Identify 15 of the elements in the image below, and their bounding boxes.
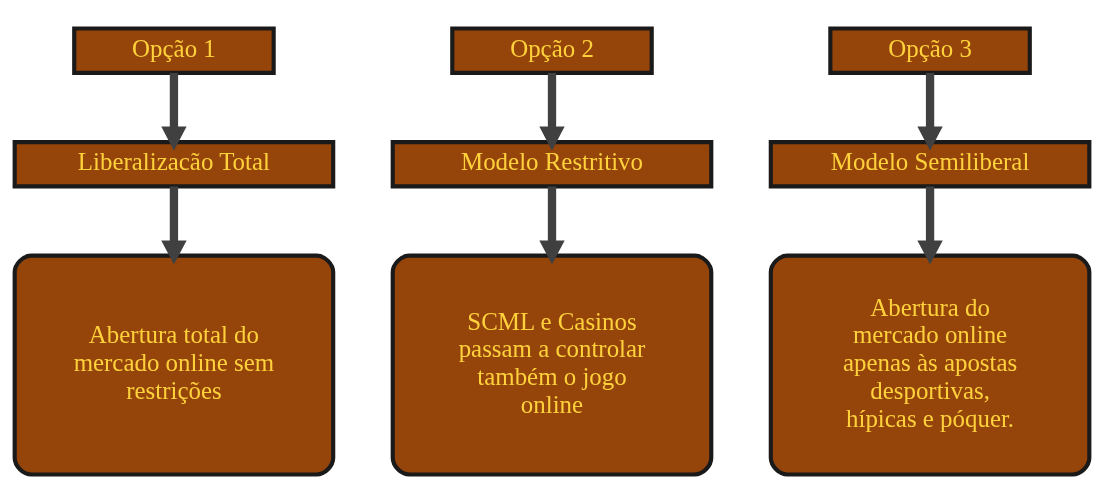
arrow xyxy=(161,186,187,265)
node-box: Opção 2 xyxy=(450,26,654,75)
arrow xyxy=(539,186,565,265)
node-box: Abertura do mercado online apenas às apostas desportivas, hípicas e póquer. xyxy=(768,253,1092,477)
node-box: Opção 1 xyxy=(72,26,276,75)
node-box: Modelo Semiliberal xyxy=(768,140,1092,189)
node-box: Opção 3 xyxy=(828,26,1032,75)
node-box: Modelo Restritivo xyxy=(390,140,714,189)
node-box: Liberalizacão Total xyxy=(12,140,336,189)
node-box: SCML e Casinos passam a controlar também o jogo online xyxy=(390,253,714,477)
arrow xyxy=(917,186,943,265)
node-box: Abertura total do mercado online sem restrições xyxy=(12,253,336,477)
arrow xyxy=(917,72,943,151)
arrow xyxy=(539,72,565,151)
arrow xyxy=(161,72,187,151)
